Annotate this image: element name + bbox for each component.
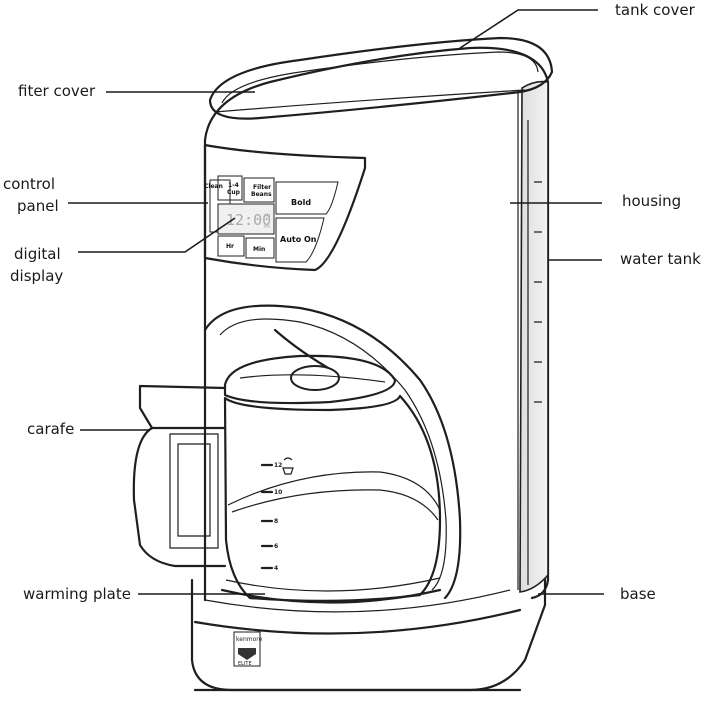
clean-button-label: Clean [204, 183, 223, 190]
label-warming-plate: warming plate [23, 585, 131, 603]
carafe-mark-6: 6 [274, 543, 278, 550]
leader-tank-cover [459, 9, 598, 49]
brand-sub: ELITE [238, 661, 252, 667]
label-housing: housing [622, 192, 682, 210]
leader-lines [68, 9, 604, 595]
label-tank-cover: tank cover [615, 1, 695, 19]
carafe-mark-8: 8 [274, 518, 278, 525]
water-level-marks [534, 181, 542, 403]
carafe-mark-10: 10 [274, 489, 282, 496]
label-digital-display-line-2: display [10, 267, 64, 285]
min-button-label: Min [253, 246, 265, 253]
brand-logo-icon [238, 648, 256, 660]
tank-cover-shape [208, 36, 554, 120]
brand-name: kenmore [236, 636, 263, 643]
pm-indicator: PM [264, 224, 270, 229]
am-indicator: AM [264, 213, 271, 218]
warming-plate-shape [220, 577, 442, 604]
carafe-shape: 12 10 8 6 4 [132, 354, 442, 602]
label-digital-display: digital display [10, 243, 63, 287]
label-control-panel-line-2: panel [17, 197, 59, 215]
one-four-cup-label-2: Cup [227, 189, 241, 196]
brand-badge: kenmore ELITE [233, 631, 263, 667]
filter-beans-label-2: Beans [251, 191, 272, 198]
label-base: base [620, 585, 656, 603]
label-carafe: carafe [27, 420, 75, 438]
carafe-mark-12: 12 [274, 462, 282, 469]
bold-button-label: Bold [291, 198, 311, 207]
brew-opening-shape [203, 304, 462, 600]
clock-readout: 12:00 [226, 211, 271, 229]
auto-on-button-label: Auto On [280, 235, 317, 244]
one-four-cup-label-1: 1-4 [228, 182, 239, 189]
filter-beans-label-1: Filter [253, 184, 271, 191]
leader-digital-display [78, 217, 236, 253]
housing-shape [203, 46, 550, 602]
label-control-panel-line-1: control [3, 175, 55, 193]
base-shape [190, 570, 547, 692]
label-control-panel: control panel [3, 173, 59, 217]
carafe-mark-4: 4 [274, 565, 278, 572]
label-water-tank: water tank [620, 250, 701, 268]
label-digital-display-line-1: digital [14, 245, 61, 263]
label-filter-cover: fiter cover [18, 82, 96, 100]
coffee-cup-icon [282, 457, 294, 475]
hr-button-label: Hr [226, 243, 234, 250]
control-panel-shape: Clean 1-4 Cup Filter Beans Bold Auto On … [203, 143, 367, 272]
